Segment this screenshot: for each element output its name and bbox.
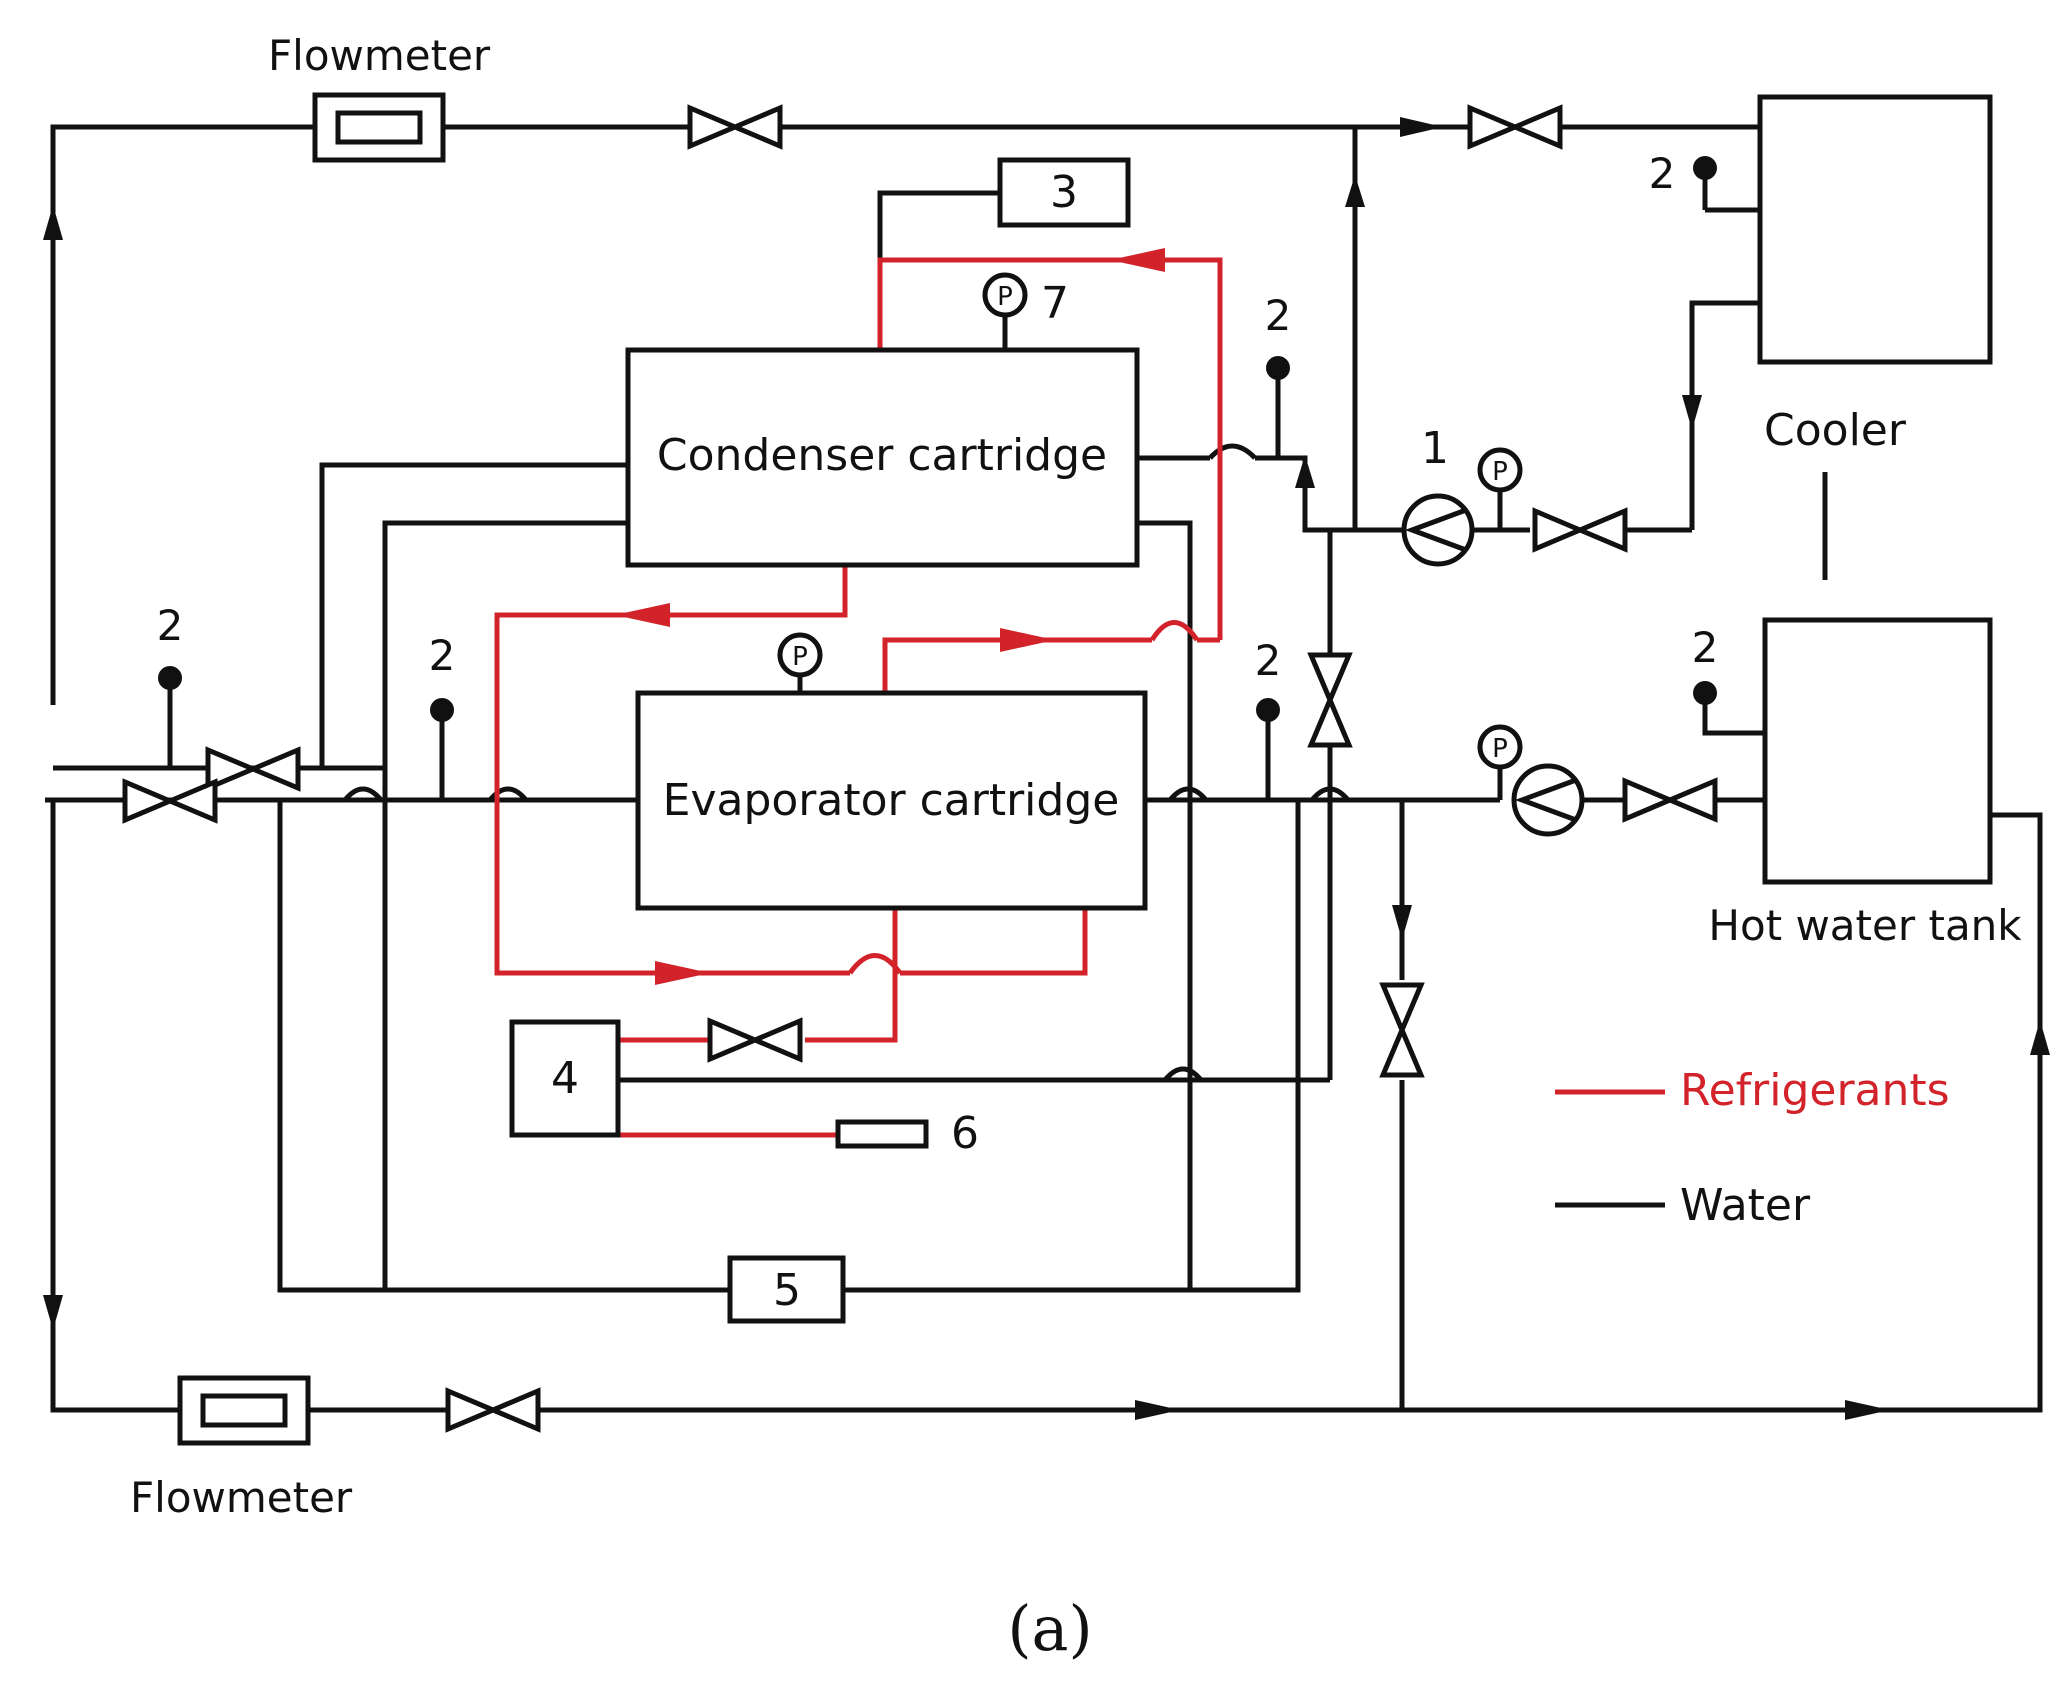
pump-1 bbox=[1401, 493, 1475, 567]
legend-refrigerants: Refrigerants bbox=[1680, 1065, 1950, 1116]
num-2-label: 2 bbox=[157, 601, 184, 650]
num-2-label: 2 bbox=[1649, 149, 1676, 198]
temp-sensor-icon bbox=[1256, 698, 1280, 722]
refrigerant-lines bbox=[494, 257, 1223, 1138]
valve-top-1 bbox=[687, 104, 783, 150]
flowmeter-bottom-label: Flowmeter bbox=[130, 1473, 353, 1522]
component-3-box bbox=[997, 157, 1131, 228]
pressure-gauges: P P P P bbox=[777, 272, 1523, 800]
component-4-box bbox=[509, 1019, 621, 1138]
valve-pump1 bbox=[1532, 507, 1628, 553]
num-2-label: 2 bbox=[1265, 291, 1292, 340]
condenser-cartridge bbox=[625, 347, 1140, 568]
temp-sensor-icon bbox=[1693, 681, 1717, 705]
water-lines bbox=[45, 124, 2043, 1413]
num-3-label: 3 bbox=[1050, 167, 1078, 218]
flowmeter-top-label: Flowmeter bbox=[268, 31, 491, 80]
condenser-label: Condenser cartridge bbox=[657, 430, 1107, 481]
valve-refrigerant bbox=[707, 1017, 803, 1063]
flowmeter-top bbox=[312, 92, 446, 163]
legend-water: Water bbox=[1680, 1180, 1811, 1231]
figure-caption: (a) bbox=[1007, 1592, 1092, 1665]
evaporator-cartridge bbox=[635, 690, 1148, 911]
num-2-label: 2 bbox=[1255, 636, 1282, 685]
pressure-gauge-icon bbox=[982, 272, 1028, 318]
temp-sensor-icon bbox=[1693, 156, 1717, 180]
num-4-label: 4 bbox=[551, 1053, 579, 1104]
num-6-label: 6 bbox=[951, 1108, 979, 1159]
temp-sensor-icon bbox=[1266, 356, 1290, 380]
cooler bbox=[1757, 94, 1993, 365]
component-6-box bbox=[835, 1119, 929, 1149]
cooler-label: Cooler bbox=[1764, 405, 1907, 456]
temp-sensor-icon bbox=[158, 666, 182, 690]
svg-text:P: P bbox=[1492, 457, 1508, 487]
pressure-gauge-icon bbox=[1477, 447, 1523, 493]
valve-vertical-1 bbox=[1307, 652, 1353, 748]
valve-left-lower bbox=[122, 778, 218, 824]
legend: Refrigerants Water bbox=[1555, 1065, 1950, 1231]
valve-bottom bbox=[445, 1387, 541, 1433]
num-5-label: 5 bbox=[773, 1265, 801, 1316]
num-2-label: 2 bbox=[429, 631, 456, 680]
svg-text:P: P bbox=[1492, 734, 1508, 764]
svg-text:P: P bbox=[792, 642, 808, 672]
labels: Flowmeter Flowmeter Condenser cartridge … bbox=[130, 31, 2022, 1665]
valve-top-2 bbox=[1467, 104, 1563, 150]
svg-text:P: P bbox=[997, 282, 1013, 312]
valve-vertical-2 bbox=[1379, 982, 1425, 1078]
flowmeter-bottom bbox=[177, 1375, 311, 1446]
valve-hot-water bbox=[1622, 777, 1718, 823]
num-1-label: 1 bbox=[1421, 423, 1449, 474]
pressure-gauge-icon bbox=[1477, 724, 1523, 770]
hot-water-tank bbox=[1762, 617, 1993, 885]
pressure-gauge-icon bbox=[777, 632, 823, 678]
temp-sensor-icon bbox=[430, 698, 454, 722]
evaporator-label: Evaporator cartridge bbox=[663, 775, 1120, 826]
num-2-label: 2 bbox=[1692, 623, 1719, 672]
temperature-sensors bbox=[158, 156, 1717, 800]
num-7-label: 7 bbox=[1041, 278, 1069, 329]
pump-2 bbox=[1511, 763, 1585, 837]
valve-left-upper bbox=[205, 746, 301, 792]
line-crossings bbox=[343, 443, 1350, 1082]
hot-water-tank-label: Hot water tank bbox=[1708, 901, 2022, 950]
valves bbox=[122, 104, 1718, 1433]
flow-arrows bbox=[43, 117, 2050, 1420]
component-5-box bbox=[727, 1255, 846, 1324]
